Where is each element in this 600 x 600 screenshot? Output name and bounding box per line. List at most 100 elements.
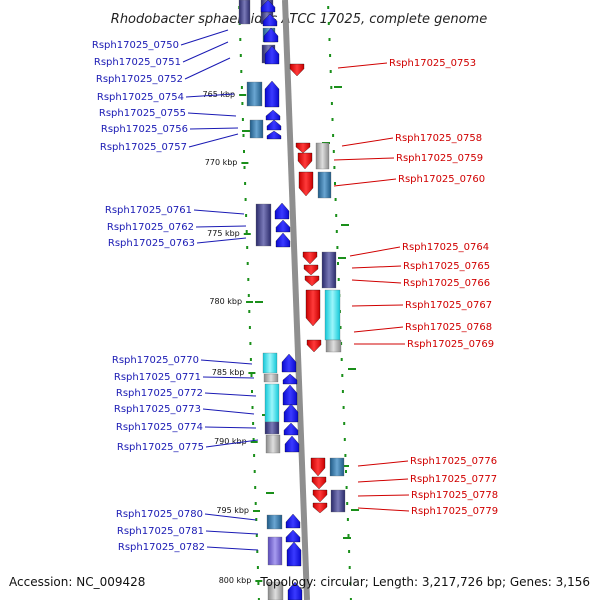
- forward-gene-arrow: [284, 435, 300, 453]
- leader-line: [357, 507, 410, 512]
- gene-label[interactable]: Rsph17025_0761: [105, 205, 192, 216]
- track-dot: [251, 406, 254, 409]
- gene-label[interactable]: Rsph17025_0756: [101, 124, 188, 135]
- tick-label: 795 kbp: [216, 506, 249, 515]
- forward-gene-arrow: [266, 119, 282, 131]
- gene-label[interactable]: Rsph17025_0774: [116, 422, 203, 433]
- forward-gene-arrow: [285, 513, 301, 529]
- leader-line: [202, 376, 255, 379]
- gene-label[interactable]: Rsph17025_0777: [410, 474, 497, 485]
- track-dot: [252, 438, 255, 441]
- track-dot: [340, 358, 343, 361]
- gene-label[interactable]: Rsph17025_0758: [395, 133, 482, 144]
- track-dot: [242, 134, 245, 137]
- gene-label[interactable]: Rsph17025_0767: [405, 300, 492, 311]
- cog-box: [249, 119, 264, 139]
- leader-line: [205, 530, 259, 535]
- leader-line: [184, 57, 231, 80]
- gene-label[interactable]: Rsph17025_0755: [99, 108, 186, 119]
- track-dash: [341, 224, 349, 226]
- track-dot: [341, 390, 344, 393]
- gene-label[interactable]: Rsph17025_0769: [407, 339, 494, 350]
- gene-label[interactable]: Rsph17025_0771: [114, 372, 201, 383]
- gene-label[interactable]: Rsph17025_0779: [411, 506, 498, 517]
- track-dot: [241, 102, 244, 105]
- reverse-gene-arrow: [311, 476, 327, 490]
- forward-gene-arrow: [265, 109, 281, 121]
- tick-mark: [250, 441, 258, 443]
- track-dot: [330, 86, 333, 89]
- gene-label[interactable]: Rsph17025_0753: [389, 58, 476, 69]
- genome-backbone: [282, 0, 310, 600]
- cog-box: [266, 514, 283, 530]
- gene-label[interactable]: Rsph17025_0781: [117, 526, 204, 537]
- tick-label: 785 kbp: [212, 368, 245, 377]
- leader-line: [333, 178, 397, 187]
- track-dot: [343, 438, 346, 441]
- gene-label[interactable]: Rsph17025_0757: [100, 142, 187, 153]
- gene-label[interactable]: Rsph17025_0778: [411, 490, 498, 501]
- gene-label[interactable]: Rsph17025_0765: [403, 261, 490, 272]
- tick-label: 770 kbp: [205, 158, 238, 167]
- gene-label[interactable]: Rsph17025_0751: [94, 57, 181, 68]
- track-dot: [327, 6, 330, 9]
- forward-gene-arrow: [262, 13, 278, 27]
- leader-line: [337, 62, 388, 69]
- leader-line: [351, 279, 402, 284]
- gene-label[interactable]: Rsph17025_0760: [398, 174, 485, 185]
- tick-mark: [243, 233, 251, 235]
- cog-box: [265, 434, 281, 454]
- track-dot: [345, 470, 347, 473]
- cog-box: [246, 81, 263, 107]
- track-dot: [239, 38, 242, 41]
- gene-label[interactable]: Rsph17025_0768: [405, 322, 492, 333]
- gene-label[interactable]: Rsph17025_0773: [114, 404, 201, 415]
- track-dash: [343, 537, 351, 539]
- gene-label[interactable]: Rsph17025_0770: [112, 355, 199, 366]
- gene-label[interactable]: Rsph17025_0780: [116, 509, 203, 520]
- leader-line: [182, 41, 229, 63]
- tick-mark: [253, 510, 260, 512]
- leader-line: [204, 426, 257, 429]
- track-dash: [348, 368, 356, 370]
- gene-label[interactable]: Rsph17025_0766: [403, 278, 490, 289]
- track-dot: [250, 374, 253, 377]
- leader-line: [204, 513, 257, 521]
- gene-label[interactable]: Rsph17025_0754: [97, 92, 184, 103]
- forward-gene-arrow: [260, 0, 276, 13]
- gene-label[interactable]: Rsph17025_0759: [396, 153, 483, 164]
- leader-line: [193, 209, 245, 215]
- track-dot: [254, 486, 257, 489]
- gene-label[interactable]: Rsph17025_0750: [92, 40, 179, 51]
- track-dot: [253, 470, 256, 473]
- track-dot: [244, 182, 247, 185]
- gene-label[interactable]: Rsph17025_0752: [96, 74, 183, 85]
- track-dash: [255, 301, 263, 303]
- track-dot: [246, 246, 249, 249]
- gene-label[interactable]: Rsph17025_0776: [410, 456, 497, 467]
- leader-line: [357, 494, 410, 497]
- gene-label[interactable]: Rsph17025_0782: [118, 542, 205, 553]
- leader-line: [357, 478, 409, 483]
- gene-label[interactable]: Rsph17025_0772: [116, 388, 203, 399]
- gene-label[interactable]: Rsph17025_0762: [107, 222, 194, 233]
- leader-line: [204, 392, 257, 397]
- cog-box: [317, 171, 332, 199]
- forward-gene-arrow: [274, 202, 290, 220]
- forward-gene-arrow: [283, 422, 299, 436]
- forward-gene-arrow: [283, 403, 299, 423]
- gene-label[interactable]: Rsph17025_0764: [402, 242, 489, 253]
- gene-label[interactable]: Rsph17025_0775: [117, 442, 204, 453]
- track-dot: [246, 262, 249, 265]
- track-dot: [344, 454, 347, 457]
- leader-line: [189, 127, 239, 130]
- cog-box: [267, 581, 284, 600]
- track-dot: [335, 230, 338, 233]
- forward-gene-arrow: [263, 27, 279, 43]
- reverse-gene-arrow: [305, 289, 321, 327]
- reverse-gene-arrow: [303, 264, 319, 276]
- gene-label[interactable]: Rsph17025_0763: [108, 238, 195, 249]
- cog-box: [267, 536, 283, 566]
- tick-label: 800 kbp: [219, 576, 252, 585]
- leader-line: [180, 29, 229, 46]
